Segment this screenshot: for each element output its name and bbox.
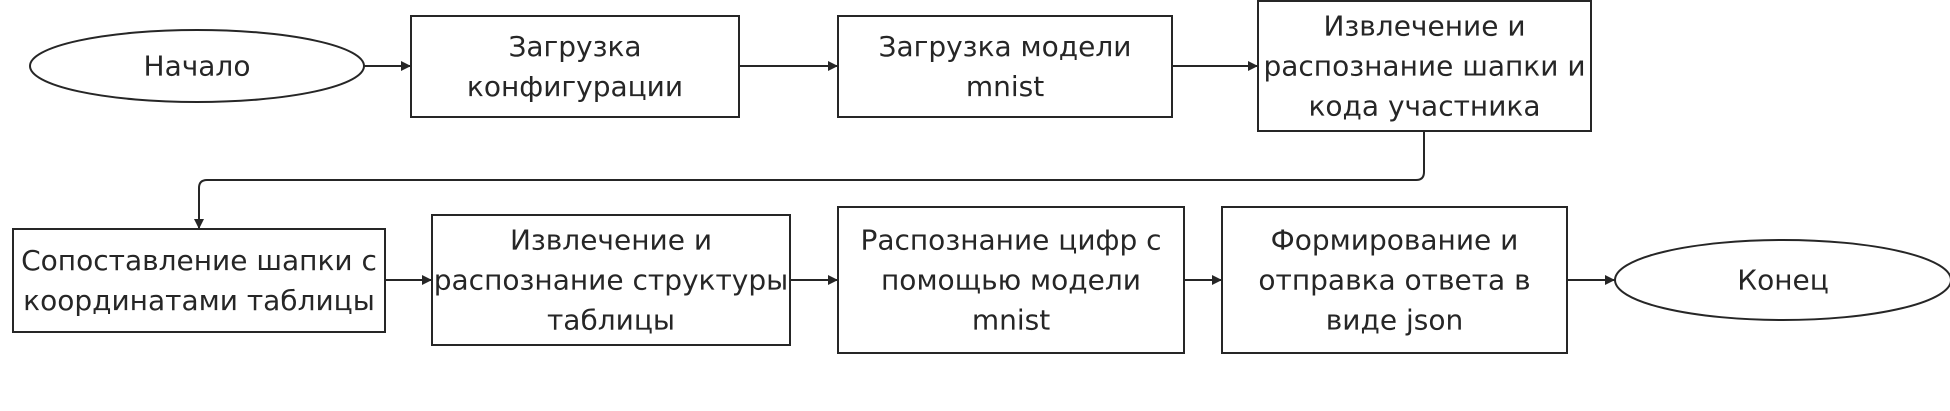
node-label-line: кода участника — [1308, 90, 1540, 123]
process-box — [1221, 206, 1568, 354]
arrow-extract-header-to-match-header — [194, 131, 1425, 229]
node-extract-structure: Извлечение и распознание структуры таблицы — [431, 214, 791, 346]
node-label-line: помощью модели — [881, 264, 1141, 297]
node-label-line: Извлечение и — [510, 224, 712, 257]
node-label-line: конфигурации — [467, 70, 683, 103]
node-label-line: таблицы — [547, 304, 675, 337]
nodes: Начало Загрузка конфигурации Загрузка модел… — [12, 0, 1950, 354]
terminal-ellipse — [1614, 239, 1950, 321]
node-load-model: Загрузка модели mnist — [837, 15, 1173, 118]
node-label-line: mnist — [966, 70, 1044, 103]
process-box — [410, 15, 740, 118]
node-label-line: виде json — [1326, 304, 1463, 337]
process-box — [431, 214, 791, 346]
terminal-ellipse — [29, 29, 365, 103]
node-recognize-digits: Распознание цифр с помощью модели mnist — [837, 206, 1185, 354]
node-label-line: распознание структуры — [434, 264, 788, 297]
node-label-line: Сопоставление шапки с — [21, 244, 377, 277]
node-label-line: отправка ответа в — [1258, 264, 1530, 297]
node-label-line: Формирование и — [1271, 224, 1519, 257]
node-load-config: Загрузка конфигурации — [410, 15, 740, 118]
process-box — [1257, 0, 1592, 132]
node-match-header: Сопоставление шапки с координатами таблиц… — [12, 228, 386, 333]
edges — [194, 61, 1615, 285]
node-label-line: Распознание цифр с — [860, 224, 1161, 257]
process-box — [12, 228, 386, 333]
process-box — [837, 15, 1173, 118]
node-label-line: Извлечение и — [1323, 10, 1525, 43]
node-label-line: Загрузка модели — [879, 30, 1132, 63]
node-label-line: mnist — [972, 304, 1050, 337]
node-form-response: Формирование и отправка ответа в виде json — [1221, 206, 1568, 354]
node-label-line: Конец — [1737, 264, 1829, 297]
node-end: Конец — [1614, 239, 1950, 321]
node-extract-header: Извлечение и распознание шапки и кода учас… — [1257, 0, 1592, 132]
node-label-line: распознание шапки и — [1263, 50, 1585, 83]
node-label-line: координатами таблицы — [23, 284, 375, 317]
node-label-line: Загрузка — [508, 30, 641, 63]
node-start: Начало — [29, 29, 365, 103]
process-box — [837, 206, 1185, 354]
node-label-line: Начало — [144, 50, 251, 83]
